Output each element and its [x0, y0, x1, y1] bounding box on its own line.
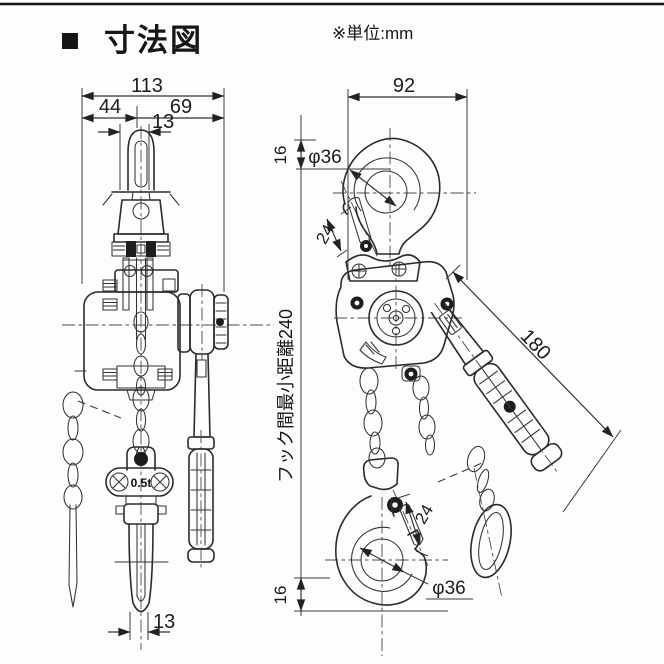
header: ■ 寸法図 ※単位:mm [60, 21, 413, 58]
lever-handle-front [430, 302, 563, 472]
dim-label-92: 92 [393, 75, 415, 97]
lever-grip-side [187, 353, 215, 570]
min-hook-distance-label: フック間最小距離240 [276, 309, 296, 483]
dim-label-44: 44 [99, 96, 121, 118]
dim-label-69: 69 [170, 96, 192, 118]
unit-note: ※単位:mm [332, 24, 413, 43]
pin-nut-row [111, 241, 171, 257]
dim-bottom-hook-thickness: 13 [108, 611, 175, 640]
dim-label-24-top: 24 [312, 221, 338, 247]
chain-end-link [466, 445, 512, 599]
dim-label-phi36-bottom: φ36 [432, 578, 465, 599]
dim-label-180: 180 [516, 325, 555, 364]
dim-bottom-hook-diameter: φ36 [359, 547, 473, 600]
hanger-bracket [122, 257, 154, 341]
dim-top-hook-diameter: φ36 [308, 147, 397, 207]
capacity-badge: 0.5t [131, 476, 152, 490]
top-hook-side [102, 129, 180, 206]
title-marker-icon: ■ [60, 21, 80, 58]
suspension-bracket [345, 254, 421, 282]
left-view-drawing: 113 44 69 13 [62, 75, 274, 650]
dim-label-13-bottom: 13 [153, 611, 175, 633]
dim-label-16-top: 16 [271, 146, 290, 165]
page-title: 寸法図 [104, 23, 203, 58]
load-chains-front [359, 367, 483, 483]
freewheel-knob [177, 284, 229, 360]
top-hook-front [342, 137, 441, 255]
dim-bottom-clearance: 16 [271, 577, 448, 612]
dim-top-hook-opening: 24 [312, 206, 352, 258]
bottom-hook-front [335, 457, 428, 606]
dim-label-113: 113 [131, 75, 163, 97]
dim-label-phi36-top: φ36 [308, 147, 341, 168]
dim-offsets: 44 69 [81, 96, 225, 128]
gear-body-front [334, 260, 462, 382]
dim-top-hook-thickness: 13 [98, 111, 174, 190]
gear-body [74, 269, 181, 401]
dim-label-16-bottom: 16 [271, 586, 290, 605]
dim-body-width: 92 [347, 75, 468, 280]
bottom-hook-side: 0.5t [105, 446, 174, 613]
right-view-drawing: 92 フック間最小距離240 16 φ36 [271, 75, 622, 656]
dim-label-13-top: 13 [152, 111, 174, 133]
dim-top-clearance: 16 [271, 139, 390, 170]
dim-lever-length: 180 [445, 264, 622, 513]
idle-chain [62, 391, 122, 608]
dim-label-24-bottom: 24 [411, 501, 437, 527]
